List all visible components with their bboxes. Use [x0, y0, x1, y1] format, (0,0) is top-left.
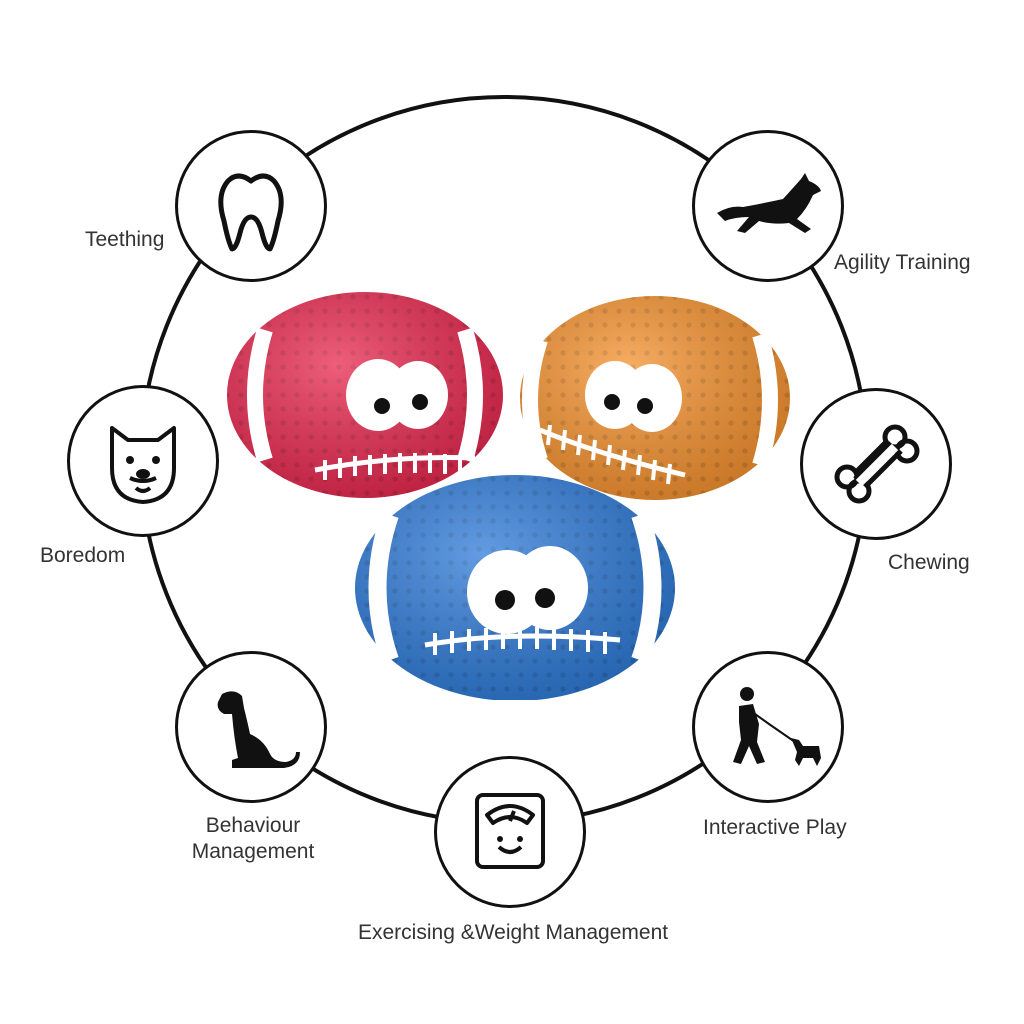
label-teething: Teething: [85, 228, 165, 251]
label-chewing: Chewing: [888, 551, 970, 574]
running-dog-icon: [717, 173, 821, 233]
red-football-toy: [227, 292, 503, 498]
badge-chewing: [800, 388, 952, 540]
label-behaviour-line2: Management: [191, 840, 315, 863]
sitting-dog-icon: [217, 691, 300, 768]
product-image: [227, 292, 790, 700]
blue-football-toy: [355, 475, 675, 700]
badge-agility-training: [692, 130, 844, 282]
tooth-icon: [218, 173, 284, 252]
label-boredom: Boredom: [40, 544, 126, 567]
badge-exercise-weight: [434, 756, 586, 908]
scale-icon: [475, 793, 545, 869]
orange-football-toy: [520, 296, 790, 500]
badge-behaviour-management: [175, 651, 327, 803]
person-walking-dog-icon: [733, 687, 821, 766]
label-exercise-weight: Exercising &Weight Management: [358, 921, 669, 944]
label-interactive-play: Interactive Play: [703, 816, 847, 839]
dog-face-icon: [110, 426, 176, 504]
label-behaviour-management: Behaviour Management: [168, 813, 338, 865]
bone-icon: [834, 424, 920, 504]
badge-interactive-play: [692, 651, 844, 803]
badge-teething: [175, 130, 327, 282]
badge-boredom: [67, 385, 219, 537]
label-agility-training: Agility Training: [834, 251, 971, 274]
label-behaviour-line1: Behaviour: [205, 814, 301, 837]
